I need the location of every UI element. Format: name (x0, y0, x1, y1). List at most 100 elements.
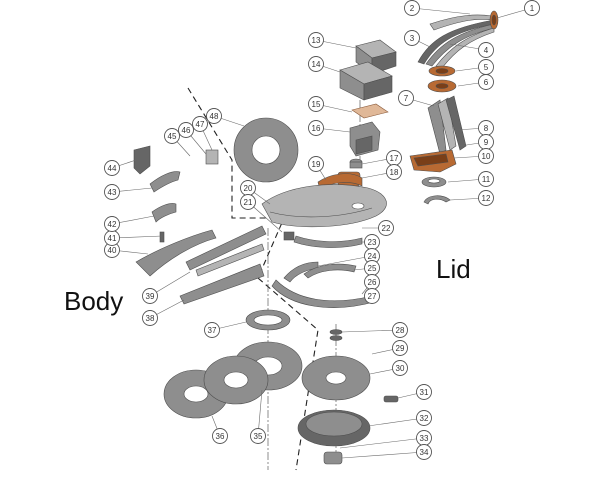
callout-circle-22 (378, 220, 394, 236)
callout-number-28: 28 (396, 326, 405, 335)
callout-8: 8 (478, 120, 494, 136)
callout-circle-38 (142, 310, 158, 326)
leader-line-33 (339, 437, 425, 449)
callout-circle-43 (104, 184, 120, 200)
callout-33: 33 (416, 430, 432, 446)
callout-circle-11 (478, 171, 494, 187)
callout-16: 16 (308, 120, 324, 136)
callout-47: 47 (192, 116, 208, 132)
callout-circle-10 (478, 148, 494, 164)
callout-number-36: 36 (216, 432, 225, 441)
callout-circle-28 (392, 322, 408, 338)
callout-17: 17 (386, 150, 402, 166)
callout-27: 27 (364, 288, 380, 304)
part-bearing-6 (427, 79, 457, 93)
callout-circle-4 (478, 42, 494, 58)
callout-number-23: 23 (368, 238, 377, 247)
callout-number-5: 5 (484, 63, 489, 72)
callout-number-11: 11 (482, 175, 491, 184)
leader-line-32 (367, 417, 425, 427)
callout-number-35: 35 (254, 432, 263, 441)
lid-label: Lid (436, 254, 471, 284)
callout-circle-3 (404, 30, 420, 46)
callout-46: 46 (178, 122, 194, 138)
callout-number-21: 21 (244, 198, 253, 207)
callout-10: 10 (478, 148, 494, 164)
part-arm-42 (151, 203, 177, 223)
part-shaft-17 (349, 158, 363, 169)
callout-number-8: 8 (484, 124, 489, 133)
part-arc-26-27 (271, 279, 375, 308)
callout-circle-2 (404, 0, 420, 16)
part-arm-43 (149, 171, 181, 193)
callout-43: 43 (104, 184, 120, 200)
callout-number-33: 33 (420, 434, 429, 443)
callout-32: 32 (416, 410, 432, 426)
callout-2: 2 (404, 0, 420, 16)
callout-44: 44 (104, 160, 120, 176)
callout-number-15: 15 (312, 100, 321, 109)
callout-28: 28 (392, 322, 408, 338)
callout-1: 1 (524, 0, 540, 16)
leader-line-2 (411, 7, 471, 15)
callout-number-45: 45 (168, 132, 177, 141)
part-bushing-34 (323, 451, 343, 465)
callout-number-10: 10 (482, 152, 491, 161)
callout-circle-37 (204, 322, 220, 338)
part-seal-ring-1 (489, 10, 499, 30)
callout-18: 18 (386, 164, 402, 180)
callout-number-18: 18 (390, 168, 399, 177)
callout-3: 3 (404, 30, 420, 46)
callout-number-22: 22 (382, 224, 391, 233)
callout-number-4: 4 (484, 46, 489, 55)
callout-bubbles: 1234567891011121314151617181920212223242… (104, 0, 540, 460)
leader-line-34 (341, 451, 425, 459)
callout-circle-21 (240, 194, 256, 210)
callout-number-20: 20 (244, 184, 253, 193)
callout-circle-18 (386, 164, 402, 180)
callout-35: 35 (250, 428, 266, 444)
callout-number-19: 19 (312, 160, 321, 169)
body-label: Body (64, 286, 123, 316)
callout-15: 15 (308, 96, 324, 112)
part-bracket-44 (133, 145, 151, 175)
callout-4: 4 (478, 42, 494, 58)
callout-circle-42 (104, 216, 120, 232)
callout-circle-12 (478, 190, 494, 206)
callout-circle-15 (308, 96, 324, 112)
callout-number-3: 3 (410, 34, 415, 43)
part-copper-gear-segment (409, 149, 457, 173)
part-side-plate-40 (135, 229, 217, 277)
callout-30: 30 (392, 360, 408, 376)
callout-26: 26 (364, 274, 380, 290)
callout-circle-45 (164, 128, 180, 144)
callout-number-31: 31 (420, 388, 429, 397)
callout-circle-19 (308, 156, 324, 172)
callout-13: 13 (308, 32, 324, 48)
part-rail-39 (185, 225, 267, 277)
callout-circle-48 (206, 108, 222, 124)
part-rail-38 (179, 263, 265, 305)
callout-12: 12 (478, 190, 494, 206)
part-wheel-32 (297, 409, 371, 447)
callout-29: 29 (392, 340, 408, 356)
part-cable-rods (427, 95, 467, 155)
callout-circle-14 (308, 56, 324, 72)
callout-5: 5 (478, 59, 494, 75)
callout-39: 39 (142, 288, 158, 304)
callout-circle-29 (392, 340, 408, 356)
callout-number-25: 25 (368, 264, 377, 273)
callout-circle-46 (178, 122, 194, 138)
callout-circle-13 (308, 32, 324, 48)
callout-circle-35 (250, 428, 266, 444)
callout-11: 11 (478, 171, 494, 187)
callout-circle-47 (192, 116, 208, 132)
callout-number-13: 13 (312, 36, 321, 45)
callout-number-44: 44 (108, 164, 117, 173)
part-pin-31 (383, 395, 399, 403)
leader-line-28 (341, 329, 401, 333)
callout-number-24: 24 (368, 252, 377, 261)
part-motor-housing (339, 61, 393, 101)
callout-36: 36 (212, 428, 228, 444)
